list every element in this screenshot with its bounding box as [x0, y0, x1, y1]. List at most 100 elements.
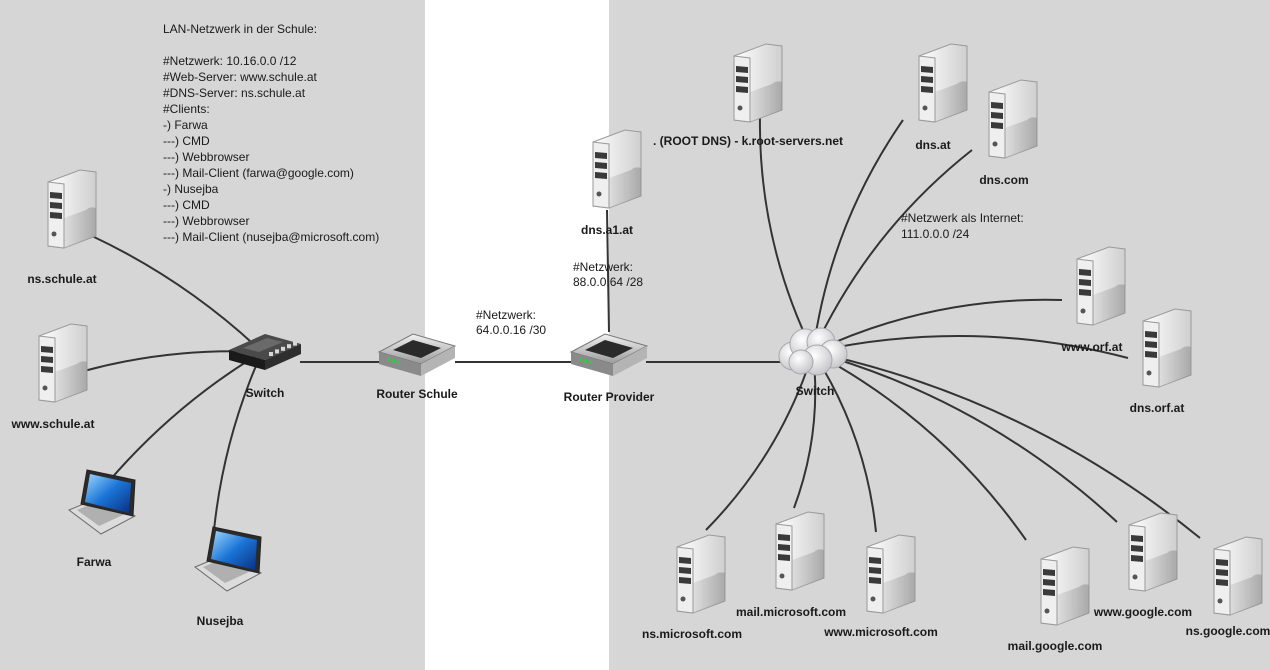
server-icon: [676, 534, 726, 614]
server-icon: [592, 129, 642, 209]
router-icon: [377, 333, 457, 376]
node-dns-a1: [592, 129, 642, 209]
label-dns-orf: dns.orf.at: [1130, 401, 1185, 415]
label-www-google: www.google.com: [1093, 605, 1192, 619]
router-icon: [569, 333, 649, 376]
note-school-line: -) Nusejba: [163, 182, 219, 196]
node-switch-school: [229, 334, 301, 370]
link-farwa-switch-school: [109, 351, 263, 481]
node-dns-at: [918, 43, 968, 123]
link-cloud-switch-ns-microsoft: [705, 351, 814, 531]
label-ns-google: ns.google.com: [1186, 624, 1270, 638]
server-icon: [988, 79, 1038, 159]
server-icon: [1213, 536, 1263, 616]
note-school-line: LAN-Netzwerk in der Schule:: [163, 22, 317, 36]
server-icon: [1076, 246, 1126, 326]
note-provider-line: #Netzwerk:: [573, 260, 633, 274]
note-school-line: ---) Webbrowser: [163, 150, 249, 164]
note-school-line: #DNS-Server: ns.schule.at: [163, 86, 306, 100]
transit-network-note: #Netzwerk:64.0.0.16 /30: [476, 308, 546, 337]
node-ns-schule: [47, 169, 97, 249]
server-icon: [733, 43, 783, 123]
note-provider-line: 88.0.0.64 /28: [573, 275, 643, 289]
node-mail-google: [1040, 546, 1090, 626]
node-ns-google: [1213, 536, 1263, 616]
link-cloud-switch-ns-google: [812, 351, 1201, 539]
node-www-schule: [38, 323, 88, 403]
server-icon: [38, 323, 88, 403]
label-router-provider: Router Provider: [564, 390, 655, 404]
label-router-schule: Router Schule: [376, 387, 458, 401]
link-cloud-switch-mail-google: [812, 351, 1027, 541]
label-root-dns: . (ROOT DNS) - k.root-servers.net: [653, 134, 843, 148]
note-school-line: ---) Webbrowser: [163, 214, 249, 228]
link-cloud-switch-dns-at: [812, 119, 904, 353]
label-ns-microsoft: ns.microsoft.com: [642, 627, 742, 641]
links: [83, 114, 1201, 541]
note-internet-line: #Netzwerk als Internet:: [901, 211, 1024, 225]
node-www-orf: [1076, 246, 1126, 326]
label-dns-at: dns.at: [915, 138, 950, 152]
note-school-line: #Clients:: [163, 102, 210, 116]
provider-network-note: #Netzwerk:88.0.0.64 /28: [573, 260, 643, 289]
laptop-icon: [193, 526, 263, 592]
server-icon: [775, 511, 825, 591]
link-cloud-switch-www-google: [812, 351, 1118, 523]
nodes: [38, 43, 1263, 626]
server-icon: [1142, 308, 1192, 388]
note-school-line: ---) Mail-Client (nusejba@microsoft.com): [163, 230, 379, 244]
link-ns-schule-switch-school: [91, 235, 263, 353]
label-ns-schule: ns.schule.at: [27, 272, 96, 286]
link-cloud-switch-www-orf: [812, 298, 1063, 353]
node-dns-orf: [1142, 308, 1192, 388]
note-school-line: #Netzwerk: 10.16.0.0 /12: [163, 54, 297, 68]
note-internet-line: 111.0.0.0 /24: [901, 227, 970, 241]
label-dns-a1: dns.a1.at: [581, 223, 633, 237]
node-nusejba: [193, 526, 263, 592]
label-nusejba: Nusejba: [197, 614, 244, 628]
note-transit-line: 64.0.0.16 /30: [476, 323, 546, 337]
node-mail-microsoft: [775, 511, 825, 591]
link-cloud-switch-dns-com: [812, 149, 973, 353]
internet-network-note: #Netzwerk als Internet: 111.0.0.0 /24: [901, 211, 1024, 241]
node-dns-com: [988, 79, 1038, 159]
node-www-microsoft: [866, 534, 916, 614]
node-router-schule: [377, 333, 457, 376]
notes: LAN-Netzwerk in der Schule: #Netzwerk: 1…: [163, 22, 1024, 337]
server-icon: [866, 534, 916, 614]
link-nusejba-switch-school: [213, 351, 263, 531]
label-mail-microsoft: mail.microsoft.com: [736, 605, 846, 619]
note-school-line: [163, 38, 166, 52]
note-school-line: ---) CMD: [163, 198, 210, 212]
note-school-line: #Web-Server: www.schule.at: [163, 70, 318, 84]
note-school-line: -) Farwa: [163, 118, 208, 132]
node-ns-microsoft: [676, 534, 726, 614]
label-switch-school: Switch: [246, 386, 285, 400]
link-cloud-switch-root-dns: [758, 114, 814, 353]
server-icon: [918, 43, 968, 123]
label-www-schule: www.schule.at: [11, 417, 95, 431]
label-farwa: Farwa: [77, 555, 112, 569]
server-icon: [1128, 512, 1178, 592]
school-network-note: LAN-Netzwerk in der Schule: #Netzwerk: 1…: [163, 22, 379, 244]
server-icon: [1040, 546, 1090, 626]
label-mail-google: mail.google.com: [1008, 639, 1103, 653]
note-school-line: ---) CMD: [163, 134, 210, 148]
laptop-icon: [67, 469, 137, 535]
node-farwa: [67, 469, 137, 535]
link-router-provider-dns-a1: [606, 209, 610, 333]
label-dns-com: dns.com: [979, 173, 1028, 187]
link-cloud-switch-dns-orf: [812, 335, 1129, 359]
label-www-microsoft: www.microsoft.com: [823, 625, 938, 639]
node-root-dns: [733, 43, 783, 123]
node-cloud-switch: [778, 327, 848, 376]
switch-icon: [229, 334, 301, 370]
note-transit-line: #Netzwerk:: [476, 308, 536, 322]
server-icon: [47, 169, 97, 249]
label-cloud-switch: Switch: [796, 384, 835, 398]
zone-transit: [425, 0, 609, 670]
node-www-google: [1128, 512, 1178, 592]
cloud-icon: [778, 327, 848, 376]
